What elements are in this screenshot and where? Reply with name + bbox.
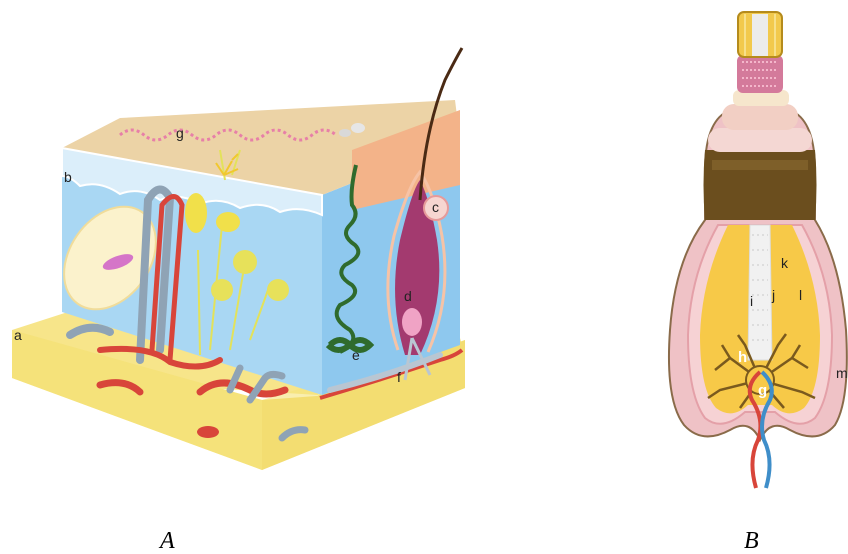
label-b-l: l (799, 287, 802, 303)
ring-dotted-pink (737, 55, 783, 93)
label-a-e: e (352, 347, 360, 363)
artery-cut-section (197, 426, 219, 438)
hair-bulb (402, 308, 422, 336)
label-b-h: h (738, 349, 747, 366)
label-b-j: j (771, 287, 775, 303)
label-a-b: b (64, 169, 72, 185)
label-b-i: i (750, 293, 753, 309)
ring-pink-outer (708, 128, 812, 152)
caption-a: A (158, 528, 175, 554)
label-b-k: k (781, 255, 789, 271)
caption-b: B (744, 528, 759, 554)
nerve-ending-bulb-2 (211, 279, 233, 301)
skin-block-diagram: a b c d e f g A (12, 48, 465, 554)
label-b-m: m (836, 365, 848, 381)
meissner-corpuscle-1 (185, 193, 207, 233)
surface-droplet-1 (339, 129, 351, 137)
nerve-ending-bulb-3 (267, 279, 289, 301)
label-b-g: g (758, 382, 767, 399)
label-a-c: c (432, 199, 439, 215)
meissner-corpuscle-2 (216, 212, 240, 232)
label-a-a: a (14, 327, 22, 343)
label-a-f: f (397, 369, 401, 385)
surface-droplet-2 (351, 123, 365, 133)
corpuscle-diagram: g h i j k l m B (669, 12, 848, 554)
ring-pink-mid (722, 104, 798, 130)
label-a-d: d (404, 288, 412, 304)
label-a-g: g (176, 125, 184, 141)
capsule-band-highlight (712, 160, 808, 170)
axon-tube-white (752, 14, 768, 56)
nerve-ending-bulb-1 (233, 250, 257, 274)
